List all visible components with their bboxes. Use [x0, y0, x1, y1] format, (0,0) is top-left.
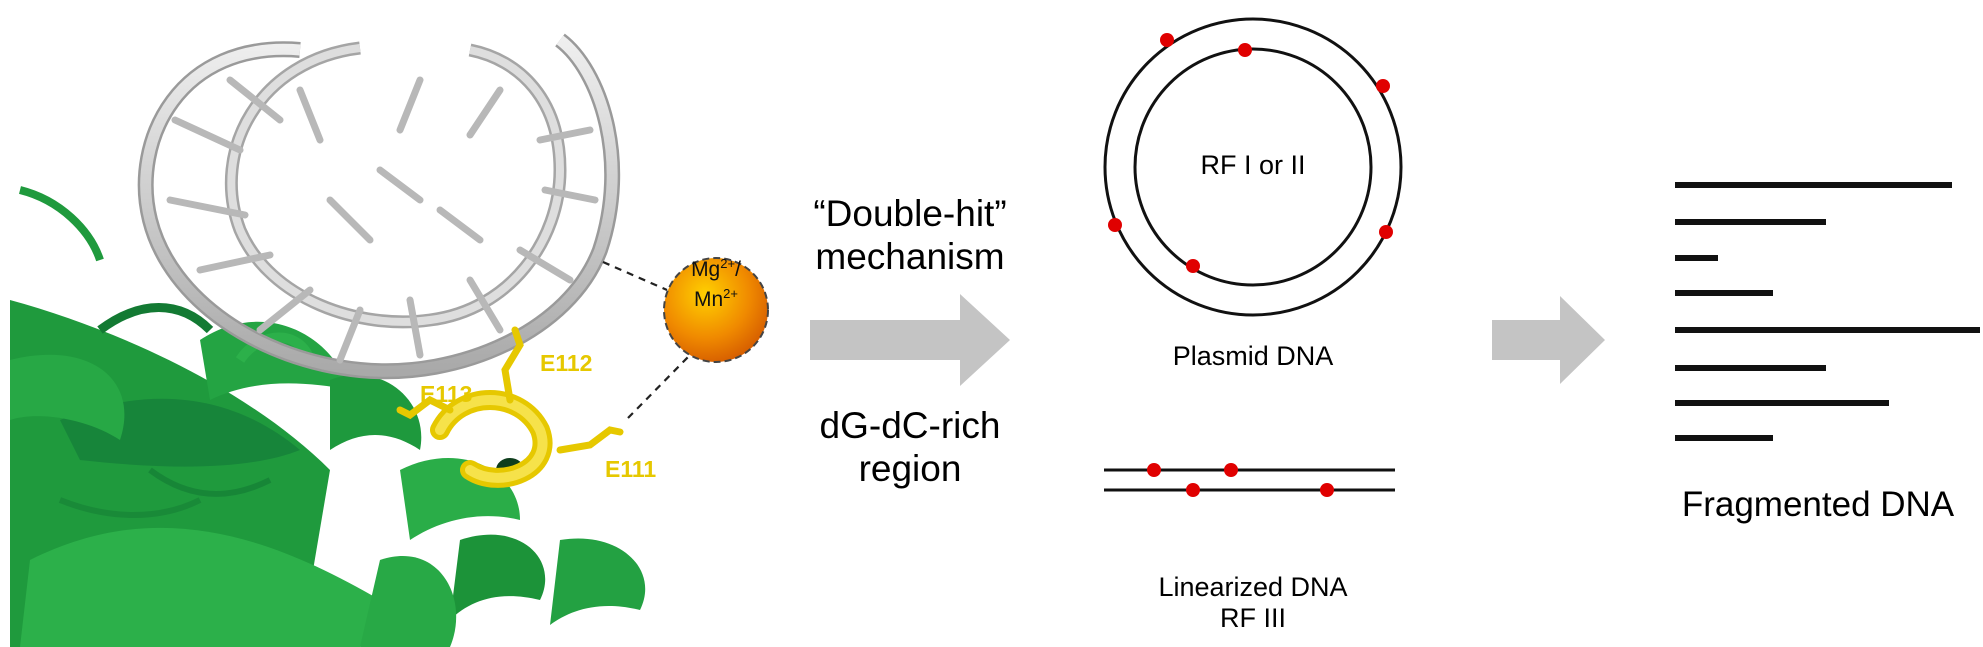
- metal-ion-label: Mg2+/ Mn2+: [691, 256, 741, 312]
- plasmid-caption: Plasmid DNA: [1172, 341, 1334, 371]
- dna-helix-structure: [137, 33, 621, 380]
- mechanism-label: “Double-hit” mechanism: [813, 193, 1007, 277]
- linear-caption: Linearized DNA RF III: [1158, 572, 1348, 634]
- plasmid-dna-diagram: [1103, 17, 1403, 317]
- region-label: dG-dC-rich region: [819, 405, 1001, 489]
- protein-structure: [10, 186, 646, 647]
- dna-fragments: [1675, 182, 1980, 441]
- residue-label-e111: E111: [605, 456, 657, 482]
- plasmid-inner-label: RF I or II: [1200, 150, 1306, 180]
- metal-ion-icon: [663, 257, 769, 363]
- fragmented-caption: Fragmented DNA: [1681, 485, 1955, 524]
- linear-cleavage-sites: [1147, 463, 1334, 497]
- arrow-1-icon: [810, 294, 1010, 386]
- glutamate-residues: [396, 326, 624, 488]
- coordination-lines: [602, 260, 691, 419]
- linear-dna-diagram: [1104, 468, 1395, 492]
- residue-label-e113: E113: [420, 381, 473, 407]
- plasmid-cleavage-sites: [1108, 33, 1393, 273]
- residue-label-e112: E112: [540, 350, 593, 376]
- arrow-2-icon: [1492, 296, 1605, 384]
